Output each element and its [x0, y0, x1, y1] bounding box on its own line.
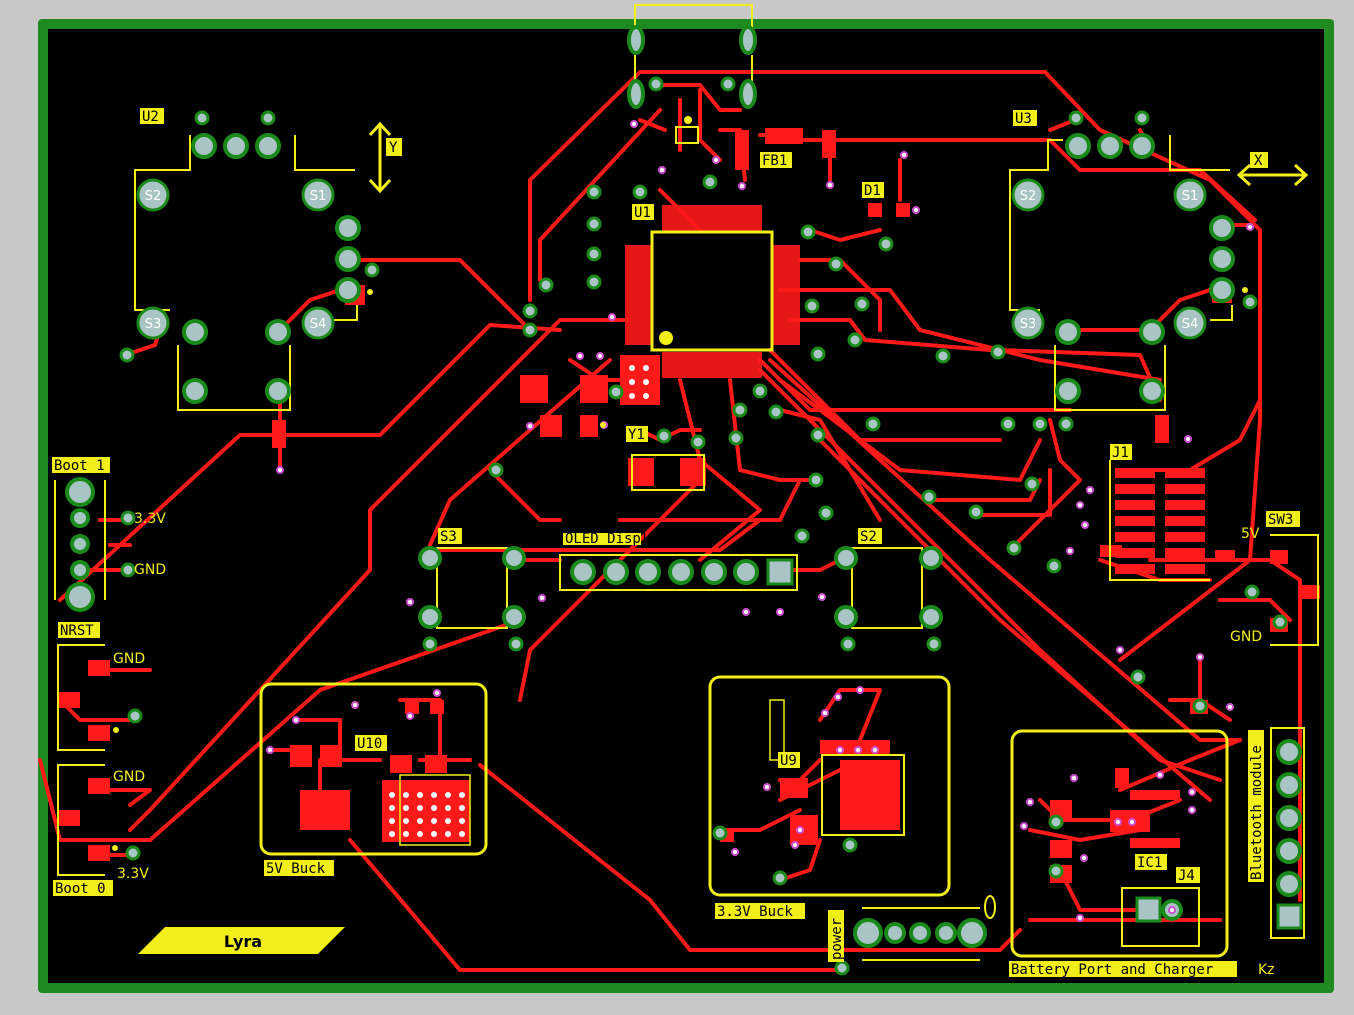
label-u9: U9 — [780, 753, 797, 769]
left-pin-s1: S1 — [310, 189, 327, 204]
label-boot1: Boot 1 — [54, 458, 105, 474]
right-pin-s3: S3 — [1020, 317, 1037, 332]
left-pin-s2: S2 — [145, 189, 162, 204]
joystick-pad-labels: S2 S1 S3 S4 S2 S1 S3 S4 — [145, 189, 1199, 332]
label-power: power — [829, 918, 845, 960]
label-nrst: NRST — [60, 623, 94, 639]
nrst-gnd-bottom-label: GND — [113, 769, 145, 785]
right-pin-s1: S1 — [1182, 189, 1199, 204]
label-5v-buck: 5V Buck — [266, 861, 326, 877]
label-u2: U2 — [142, 109, 159, 125]
label-boot0: Boot 0 — [55, 881, 106, 897]
label-j4: J4 — [1178, 868, 1195, 884]
power-switch-tab — [984, 895, 996, 919]
thermal-via-grid — [389, 365, 649, 837]
label-s3: S3 — [440, 529, 457, 545]
through-hole-pads — [65, 25, 1302, 948]
designator-labels: U2 U3 U1 FB1 D1 Y1 J1 S3 S2 SW3 U10 U9 I… — [52, 108, 1300, 978]
label-u3: U3 — [1015, 111, 1032, 127]
label-3v3-buck: 3.3V Buck — [717, 904, 793, 920]
square-pads — [766, 558, 1303, 930]
label-s2: S2 — [860, 529, 877, 545]
label-axis-y: Y — [389, 140, 398, 156]
label-ic1: IC1 — [1137, 855, 1162, 871]
silkscreen-outlines — [54, 4, 1319, 961]
left-pin-s3: S3 — [145, 317, 162, 332]
label-battery: Battery Port and Charger — [1011, 962, 1213, 978]
sw3-gnd-label: GND — [1230, 629, 1262, 645]
label-fb1: FB1 — [762, 153, 787, 169]
label-u10: U10 — [357, 736, 382, 752]
author-mark: Kz — [1258, 962, 1275, 978]
joystick-switch-pads — [136, 178, 1207, 340]
nrst-gnd-top-label: GND — [113, 651, 145, 667]
label-y1: Y1 — [628, 427, 645, 443]
silkscreen-text: 3.3V GND GND GND 3.3V 5V GND Kz — [113, 511, 1275, 978]
lyra-logo — [138, 927, 345, 954]
left-pin-s4: S4 — [310, 317, 327, 332]
boot0-3v3-label: 3.3V — [117, 866, 149, 882]
label-sw3: SW3 — [1268, 512, 1293, 528]
vias — [119, 76, 1288, 976]
label-oled: OLED Display — [565, 531, 666, 547]
right-pin-s4: S4 — [1182, 317, 1199, 332]
label-axis-x: X — [1254, 153, 1263, 169]
label-j1: J1 — [1112, 445, 1129, 461]
boot1-3v3-label: 3.3V — [134, 511, 166, 527]
pin1-markers — [112, 116, 1248, 851]
sw3-5v-label: 5V — [1241, 526, 1260, 542]
right-pin-s2: S2 — [1020, 189, 1037, 204]
logo-text: Lyra — [224, 932, 262, 951]
label-u1: U1 — [634, 205, 651, 221]
small-vias — [266, 120, 1254, 922]
label-bluetooth: Bluetooth module — [1249, 745, 1265, 880]
label-d1: D1 — [864, 183, 881, 199]
boot1-gnd-label: GND — [134, 562, 166, 578]
smd-pads — [58, 128, 1320, 883]
